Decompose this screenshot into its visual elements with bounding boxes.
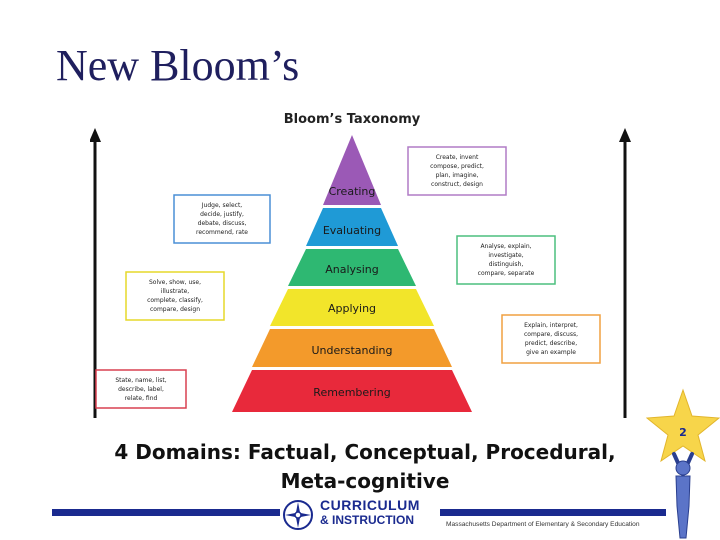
svg-text:recommend, rate: recommend, rate — [196, 229, 248, 236]
svg-text:plan, imagine,: plan, imagine, — [436, 172, 479, 179]
svg-text:State, name, list,: State, name, list, — [115, 377, 166, 384]
level-evaluating-band — [306, 208, 398, 246]
svg-text:predict, describe,: predict, describe, — [525, 340, 577, 347]
right-up-arrow — [619, 128, 631, 418]
verb-box-creating: Create, invent compose, predict, plan, i… — [407, 146, 507, 196]
verb-box-evaluating: Judge, select, decide, justify, debate, … — [173, 194, 271, 244]
level-analysing-band — [288, 249, 416, 286]
verb-box-applying: Solve, show, use, illustrate, complete, … — [125, 271, 225, 321]
department-name: Massachusetts Department of Elementary &… — [446, 521, 640, 528]
compass-icon — [283, 500, 313, 530]
svg-text:construct, design: construct, design — [431, 181, 483, 188]
star-number: 2 — [679, 426, 687, 439]
diagram-title: Bloom’s Taxonomy — [284, 112, 421, 127]
svg-text:relate, find: relate, find — [125, 395, 158, 402]
svg-text:give an example: give an example — [526, 349, 576, 356]
left-up-arrow — [90, 128, 101, 418]
level-label-creating: Creating — [329, 185, 376, 198]
level-label-analysing: Analysing — [325, 263, 379, 276]
svg-text:investigate,: investigate, — [488, 252, 523, 259]
svg-text:illustrate,: illustrate, — [161, 288, 189, 295]
level-creating-band — [323, 135, 381, 205]
svg-text:compare, design: compare, design — [150, 306, 200, 313]
slide-title: New Bloom’s — [56, 41, 300, 90]
level-remembering-band — [232, 370, 472, 412]
svg-text:Explain, interpret,: Explain, interpret, — [524, 322, 578, 329]
svg-text:debate, discuss,: debate, discuss, — [198, 220, 247, 227]
footer-bar-right — [440, 509, 666, 516]
domains-line-1: 4 Domains: Factual, Conceptual, Procedur… — [114, 440, 616, 464]
level-applying-band — [270, 289, 434, 326]
svg-text:complete, classify,: complete, classify, — [147, 297, 203, 304]
level-understanding-band — [252, 329, 452, 367]
level-label-remembering: Remembering — [313, 386, 390, 399]
curriculum-instruction-logo: CURRICULUM & INSTRUCTION — [282, 497, 442, 533]
svg-text:describe, label,: describe, label, — [118, 386, 164, 393]
svg-text:Create, invent: Create, invent — [436, 154, 479, 161]
svg-text:compare, discuss,: compare, discuss, — [524, 331, 578, 338]
blooms-taxonomy-diagram: Bloom’s Taxonomy Creating Evaluating Ana… — [90, 112, 631, 418]
svg-text:decide, justify,: decide, justify, — [200, 211, 244, 218]
level-label-evaluating: Evaluating — [323, 224, 381, 237]
logo-line-2: & INSTRUCTION — [320, 513, 414, 527]
verb-box-remembering: State, name, list, describe, label, rela… — [95, 369, 187, 409]
verb-box-understanding: Explain, interpret, compare, discuss, pr… — [501, 314, 601, 364]
domains-line-2: Meta-cognitive — [280, 469, 450, 493]
level-label-understanding: Understanding — [311, 344, 392, 357]
svg-text:compose, predict,: compose, predict, — [430, 163, 484, 170]
verb-box-analysing: Analyse, explain, investigate, distingui… — [456, 235, 556, 285]
svg-text:Solve, show, use,: Solve, show, use, — [149, 279, 201, 286]
level-label-applying: Applying — [328, 302, 376, 315]
svg-text:compare, separate: compare, separate — [478, 270, 535, 277]
logo-line-1: CURRICULUM — [320, 497, 420, 513]
svg-text:Judge, select,: Judge, select, — [201, 202, 243, 209]
svg-text:Analyse, explain,: Analyse, explain, — [480, 243, 531, 250]
domains-caption: 4 Domains: Factual, Conceptual, Procedur… — [70, 438, 660, 496]
star-figure-icon: 2 — [646, 388, 720, 539]
svg-text:distinguish,: distinguish, — [489, 261, 524, 268]
pyramid — [232, 135, 472, 412]
footer-bar-left — [52, 509, 280, 516]
